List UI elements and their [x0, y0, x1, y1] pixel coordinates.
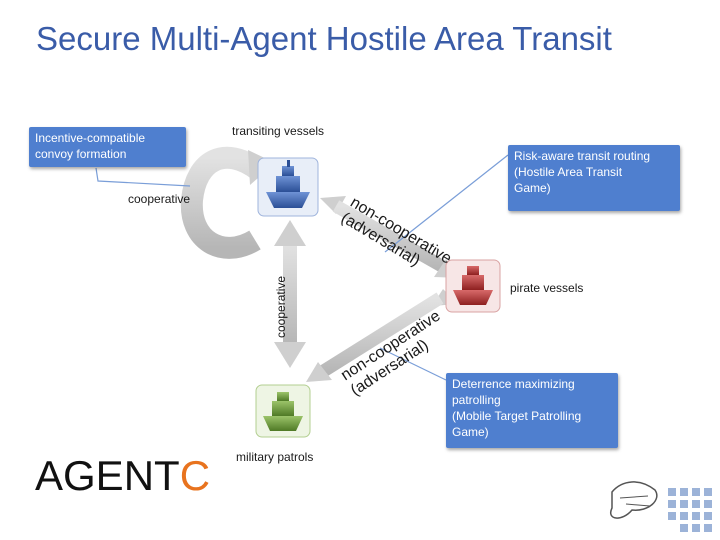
deterrence-line4: Game) [452, 425, 489, 439]
deterrence-line1: Deterrence maximizing [452, 377, 575, 391]
blue-ship-icon [257, 157, 319, 217]
green-ship-icon [255, 384, 311, 438]
risk-line1: Risk-aware transit routing [514, 149, 651, 163]
deterrence-line2: patrolling [452, 393, 501, 407]
military-label: military patrols [236, 450, 314, 464]
deterrence-line3: (Mobile Target Patrolling [452, 409, 582, 423]
pirate-label: pirate vessels [510, 281, 584, 295]
incentive-box: Incentive-compatible convoy formation [29, 127, 186, 167]
cooperative-vertical-label: cooperative [274, 275, 288, 338]
logo-accent: C [179, 452, 211, 499]
incentive-line1: Incentive-compatible [35, 131, 146, 145]
cooperative-left-label: cooperative [128, 192, 191, 206]
logo-main: AGENT [35, 452, 180, 499]
red-ship-icon [445, 259, 501, 313]
university-logo-icon [609, 481, 712, 532]
transiting-label: transiting vessels [232, 124, 325, 138]
agentc-logo: AGENTC [35, 452, 210, 500]
incentive-line2: convoy formation [35, 147, 127, 161]
callout-line-deterrence [379, 347, 447, 381]
risk-box: Risk-aware transit routing (Hostile Area… [508, 145, 680, 211]
page-title: Secure Multi-Agent Hostile Area Transit [36, 20, 612, 57]
risk-line3: Game) [514, 181, 551, 195]
callout-line-risk [384, 154, 509, 253]
vertical-double-arrow [274, 220, 306, 368]
risk-line2: (Hostile Area Transit [514, 165, 623, 179]
callout-line-incentive [95, 167, 191, 187]
deterrence-box: Deterrence maximizing patrolling (Mobile… [446, 373, 618, 448]
